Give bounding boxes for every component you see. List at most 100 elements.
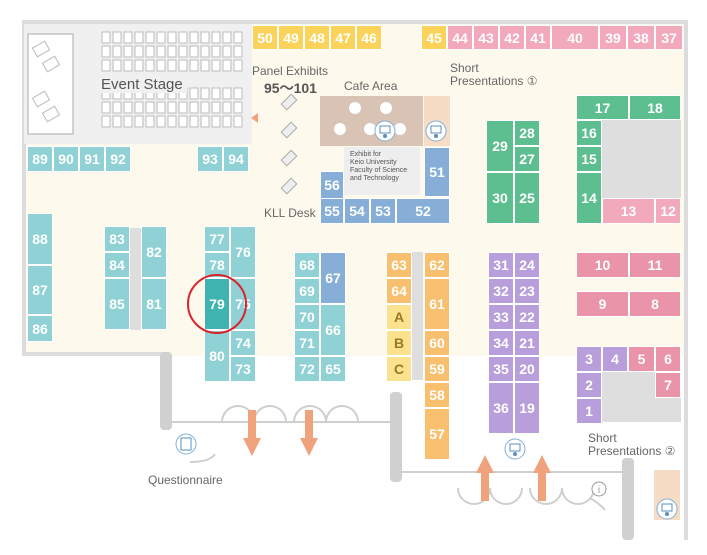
booth-48[interactable]: 48 xyxy=(304,25,330,50)
booth-17[interactable]: 17 xyxy=(576,95,629,120)
booth-19[interactable]: 19 xyxy=(514,382,540,434)
booth-80[interactable]: 80 xyxy=(204,330,230,382)
booth-14[interactable]: 14 xyxy=(576,172,602,224)
booth-B[interactable]: B xyxy=(386,330,412,356)
booth-83[interactable]: 83 xyxy=(104,226,130,252)
booth-33[interactable]: 33 xyxy=(488,304,514,330)
booth-27[interactable]: 27 xyxy=(514,146,540,172)
booth-40[interactable]: 40 xyxy=(551,25,599,50)
booth-57[interactable]: 57 xyxy=(424,408,450,460)
booth-A[interactable]: A xyxy=(386,304,412,330)
booth-42[interactable]: 42 xyxy=(499,25,525,50)
booth-25[interactable]: 25 xyxy=(514,172,540,224)
booth-63[interactable]: 63 xyxy=(386,252,412,278)
booth-50[interactable]: 50 xyxy=(252,25,278,50)
booth-60[interactable]: 60 xyxy=(424,330,450,356)
booth-31[interactable]: 31 xyxy=(488,252,514,278)
booth-61[interactable]: 61 xyxy=(424,278,450,330)
booth-85[interactable]: 85 xyxy=(104,278,130,330)
booth-87[interactable]: 87 xyxy=(27,265,53,315)
booth-6[interactable]: 6 xyxy=(655,346,681,372)
booth-38[interactable]: 38 xyxy=(627,25,655,50)
booth-84[interactable]: 84 xyxy=(104,252,130,278)
booth-72[interactable]: 72 xyxy=(294,356,320,382)
booth-45[interactable]: 45 xyxy=(421,25,447,50)
booth-82[interactable]: 82 xyxy=(141,226,167,278)
booth-15[interactable]: 15 xyxy=(576,146,602,172)
booth-77[interactable]: 77 xyxy=(204,226,230,252)
booth-44[interactable]: 44 xyxy=(447,25,473,50)
booth-47[interactable]: 47 xyxy=(330,25,356,50)
booth-46[interactable]: 46 xyxy=(356,25,382,50)
booth-70[interactable]: 70 xyxy=(294,304,320,330)
booth-11[interactable]: 11 xyxy=(629,252,681,278)
booth-36[interactable]: 36 xyxy=(488,382,514,434)
booth-58[interactable]: 58 xyxy=(424,382,450,408)
booth-86[interactable]: 86 xyxy=(27,315,53,342)
booth-21[interactable]: 21 xyxy=(514,330,540,356)
booth-1[interactable]: 1 xyxy=(576,398,602,424)
booth-18[interactable]: 18 xyxy=(629,95,681,120)
flower-icon xyxy=(334,102,406,135)
booth-16[interactable]: 16 xyxy=(576,120,602,146)
booth-13[interactable]: 13 xyxy=(602,198,655,224)
booth-93[interactable]: 93 xyxy=(197,146,223,172)
booth-79[interactable]: 79 xyxy=(204,278,230,330)
booth-76[interactable]: 76 xyxy=(230,226,256,278)
booth-10[interactable]: 10 xyxy=(576,252,629,278)
booth-9[interactable]: 9 xyxy=(576,291,629,317)
booth-7[interactable]: 7 xyxy=(655,372,681,398)
booth-29[interactable]: 29 xyxy=(486,120,514,172)
booth-69[interactable]: 69 xyxy=(294,278,320,304)
booth-81[interactable]: 81 xyxy=(141,278,167,330)
booth-39[interactable]: 39 xyxy=(599,25,627,50)
booth-94[interactable]: 94 xyxy=(223,146,249,172)
booth-22[interactable]: 22 xyxy=(514,304,540,330)
booth-28[interactable]: 28 xyxy=(514,120,540,146)
booth-62[interactable]: 62 xyxy=(424,252,450,278)
booth-88[interactable]: 88 xyxy=(27,213,53,265)
booth-55[interactable]: 55 xyxy=(320,198,344,224)
booth-49[interactable]: 49 xyxy=(278,25,304,50)
booth-66[interactable]: 66 xyxy=(320,304,346,356)
booth-C[interactable]: C xyxy=(386,356,412,382)
booth-53[interactable]: 53 xyxy=(370,198,396,224)
booth-59[interactable]: 59 xyxy=(424,356,450,382)
booth-30[interactable]: 30 xyxy=(486,172,514,224)
booth-2[interactable]: 2 xyxy=(576,372,602,398)
booth-12[interactable]: 12 xyxy=(655,198,681,224)
booth-90[interactable]: 90 xyxy=(53,146,79,172)
booth-54[interactable]: 54 xyxy=(344,198,370,224)
booth-8[interactable]: 8 xyxy=(629,291,681,317)
booth-67[interactable]: 67 xyxy=(320,252,346,304)
booth-23[interactable]: 23 xyxy=(514,278,540,304)
booth-51[interactable]: 51 xyxy=(424,147,450,197)
booth-71[interactable]: 71 xyxy=(294,330,320,356)
booth-43[interactable]: 43 xyxy=(473,25,499,50)
booth-34[interactable]: 34 xyxy=(488,330,514,356)
booth-41[interactable]: 41 xyxy=(525,25,551,50)
booth-5[interactable]: 5 xyxy=(628,346,655,372)
booth-73[interactable]: 73 xyxy=(230,356,256,382)
booth-65[interactable]: 65 xyxy=(320,356,346,382)
short-presentations-1-label: Short Presentations ① xyxy=(450,61,538,88)
booth-37[interactable]: 37 xyxy=(655,25,683,50)
booth-3[interactable]: 3 xyxy=(576,346,602,372)
booth-35[interactable]: 35 xyxy=(488,356,514,382)
booth-4[interactable]: 4 xyxy=(602,346,628,372)
booth-78[interactable]: 78 xyxy=(204,252,230,278)
booth-32[interactable]: 32 xyxy=(488,278,514,304)
booth-92[interactable]: 92 xyxy=(105,146,131,172)
booth-75[interactable]: 75 xyxy=(230,278,256,330)
booth-68[interactable]: 68 xyxy=(294,252,320,278)
booth-64[interactable]: 64 xyxy=(386,278,412,304)
booth-20[interactable]: 20 xyxy=(514,356,540,382)
booth-52[interactable]: 52 xyxy=(396,198,450,224)
booth-74[interactable]: 74 xyxy=(230,330,256,356)
panel-range-label: 95～101 xyxy=(264,80,317,96)
booth-89[interactable]: 89 xyxy=(27,146,53,172)
booth-91[interactable]: 91 xyxy=(79,146,105,172)
short-presentations-2-label: Short Presentations ② xyxy=(588,431,676,458)
booth-24[interactable]: 24 xyxy=(514,252,540,278)
booth-56[interactable]: 56 xyxy=(320,171,344,199)
